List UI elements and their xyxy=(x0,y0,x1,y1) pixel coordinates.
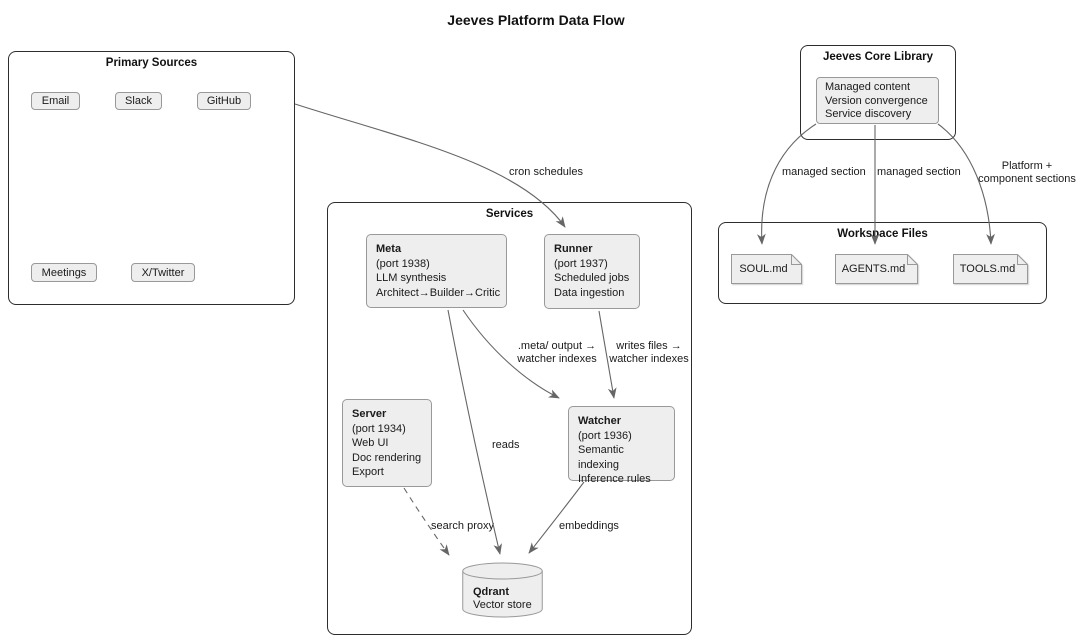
node-meta: Meta (port 1938) LLM synthesis Architect… xyxy=(366,234,507,308)
node-server: Server (port 1934) Web UI Doc rendering … xyxy=(342,399,432,487)
watcher-title: Watcher xyxy=(578,415,621,427)
node-x-twitter: X/Twitter xyxy=(131,263,195,282)
meta-line-synthesis: LLM synthesis xyxy=(376,272,447,285)
core-line-convergence: Version convergence xyxy=(825,94,928,107)
edge-label-managed-section-left: managed section xyxy=(782,166,866,178)
note-shape xyxy=(731,254,802,284)
node-qdrant: Qdrant Vector store xyxy=(462,562,543,618)
edge-label-runner-to-watcher: writes files → watcher indexes xyxy=(609,340,689,365)
core-library-title: Jeeves Core Library xyxy=(823,51,933,63)
core-line-discovery: Service discovery xyxy=(825,108,912,120)
qdrant-subtitle: Vector store xyxy=(473,599,532,611)
primary-sources-title: Primary Sources xyxy=(105,57,198,69)
edge-label-search-proxy: search proxy xyxy=(431,520,494,532)
node-runner: Runner (port 1937) Scheduled jobs Data i… xyxy=(544,234,640,309)
server-title: Server xyxy=(352,408,387,420)
server-line-webui: Web UI xyxy=(352,437,389,450)
edge-label-reads: reads xyxy=(492,439,520,451)
runner-title: Runner xyxy=(554,243,593,255)
node-core-managed: Managed content Version convergence Serv… xyxy=(816,77,939,124)
runner-line-jobs: Scheduled jobs xyxy=(554,272,630,285)
node-meetings: Meetings xyxy=(31,263,97,282)
edge-label-embeddings: embeddings xyxy=(559,520,619,532)
node-slack: Slack xyxy=(115,92,162,110)
edge-label-cron-schedules: cron schedules xyxy=(509,166,583,178)
tools-md-label: TOOLS.md xyxy=(959,263,1016,275)
core-line-content: Managed content xyxy=(825,81,911,93)
edge-label-meta-to-watcher: .meta/ output → watcher indexes xyxy=(517,340,597,365)
node-email: Email xyxy=(31,92,80,110)
edge-label-platform-sections: Platform + component sections xyxy=(978,160,1076,185)
core-library-group: Jeeves Core Library xyxy=(800,45,956,140)
note-shape xyxy=(953,254,1028,284)
node-file-agents: AGENTS.md xyxy=(835,254,918,284)
node-file-tools: TOOLS.md xyxy=(953,254,1028,284)
server-line-port: (port 1934) xyxy=(352,422,406,435)
watcher-line-rules: Inference rules xyxy=(578,473,651,486)
agents-md-label: AGENTS.md xyxy=(841,263,906,275)
server-line-export: Export xyxy=(352,466,384,479)
services-title: Services xyxy=(485,208,534,220)
qdrant-text: Qdrant Vector store xyxy=(473,586,532,612)
server-line-doc: Doc rendering xyxy=(352,451,422,464)
meta-title: Meta xyxy=(376,243,402,255)
note-shape xyxy=(835,254,918,284)
edge-label-managed-section-mid: managed section xyxy=(877,166,961,178)
node-watcher: Watcher (port 1936) Semantic indexing In… xyxy=(568,406,675,485)
watcher-line-indexing: Semantic indexing xyxy=(578,444,624,471)
meta-line-port: (port 1938) xyxy=(376,257,430,270)
runner-line-port: (port 1937) xyxy=(554,257,608,270)
watcher-line-port: (port 1936) xyxy=(578,429,632,442)
node-file-soul: SOUL.md xyxy=(731,254,802,284)
workspace-files-group: Workspace Files xyxy=(718,222,1047,304)
diagram-title: Jeeves Platform Data Flow xyxy=(447,12,625,28)
workspace-files-title: Workspace Files xyxy=(837,228,928,240)
runner-line-ingestion: Data ingestion xyxy=(554,286,625,299)
node-github: GitHub xyxy=(197,92,251,110)
soul-md-label: SOUL.md xyxy=(739,263,788,275)
cylinder-shape xyxy=(462,562,543,618)
meta-line-pipeline: Architect→Builder→Critic xyxy=(376,286,501,299)
qdrant-title: Qdrant xyxy=(473,586,510,598)
primary-sources-group: Primary Sources xyxy=(8,51,295,305)
